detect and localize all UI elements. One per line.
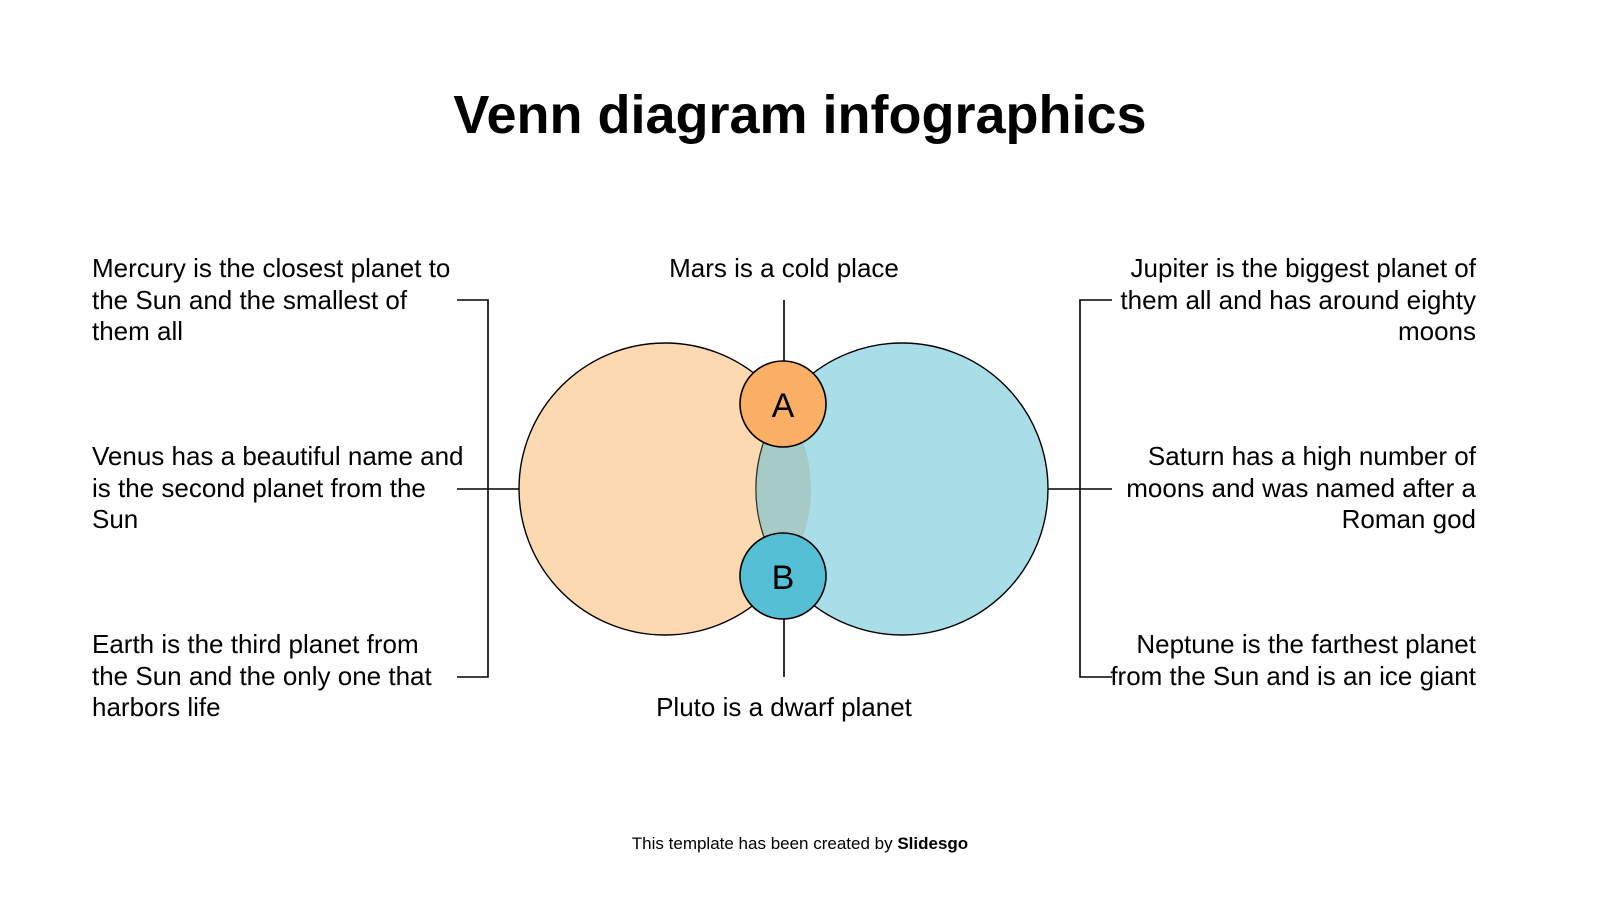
neptune-text: Neptune is the farthest planet from the … bbox=[1110, 629, 1476, 691]
bottom-label: Pluto is a dwarf planet bbox=[656, 692, 912, 722]
earth-text: Earth is the third planet from the Sun a… bbox=[92, 629, 432, 722]
marker-a-label: A bbox=[772, 387, 795, 425]
marker-b-label: B bbox=[772, 559, 795, 597]
jupiter-text: Jupiter is the biggest planet of them al… bbox=[1120, 253, 1476, 346]
marker-a bbox=[739, 360, 827, 448]
saturn-text: Saturn has a high number of moons and wa… bbox=[1126, 441, 1476, 534]
right-bracket bbox=[1048, 299, 1112, 678]
page-title: Venn diagram infographics bbox=[453, 85, 1147, 145]
left-bracket bbox=[457, 299, 520, 678]
venus-text: Venus has a beautiful name and is the se… bbox=[92, 441, 464, 534]
footer-brand: Slidesgo bbox=[897, 834, 969, 853]
marker-b bbox=[739, 532, 827, 620]
top-label: Mars is a cold place bbox=[669, 253, 899, 283]
mercury-text: Mercury is the closest planet to the Sun… bbox=[92, 253, 451, 346]
footer: This template has been created by Slides… bbox=[0, 834, 1600, 854]
connector-lines bbox=[457, 299, 1112, 678]
footer-text: This template has been created by bbox=[631, 834, 898, 853]
intersection bbox=[755, 343, 811, 635]
